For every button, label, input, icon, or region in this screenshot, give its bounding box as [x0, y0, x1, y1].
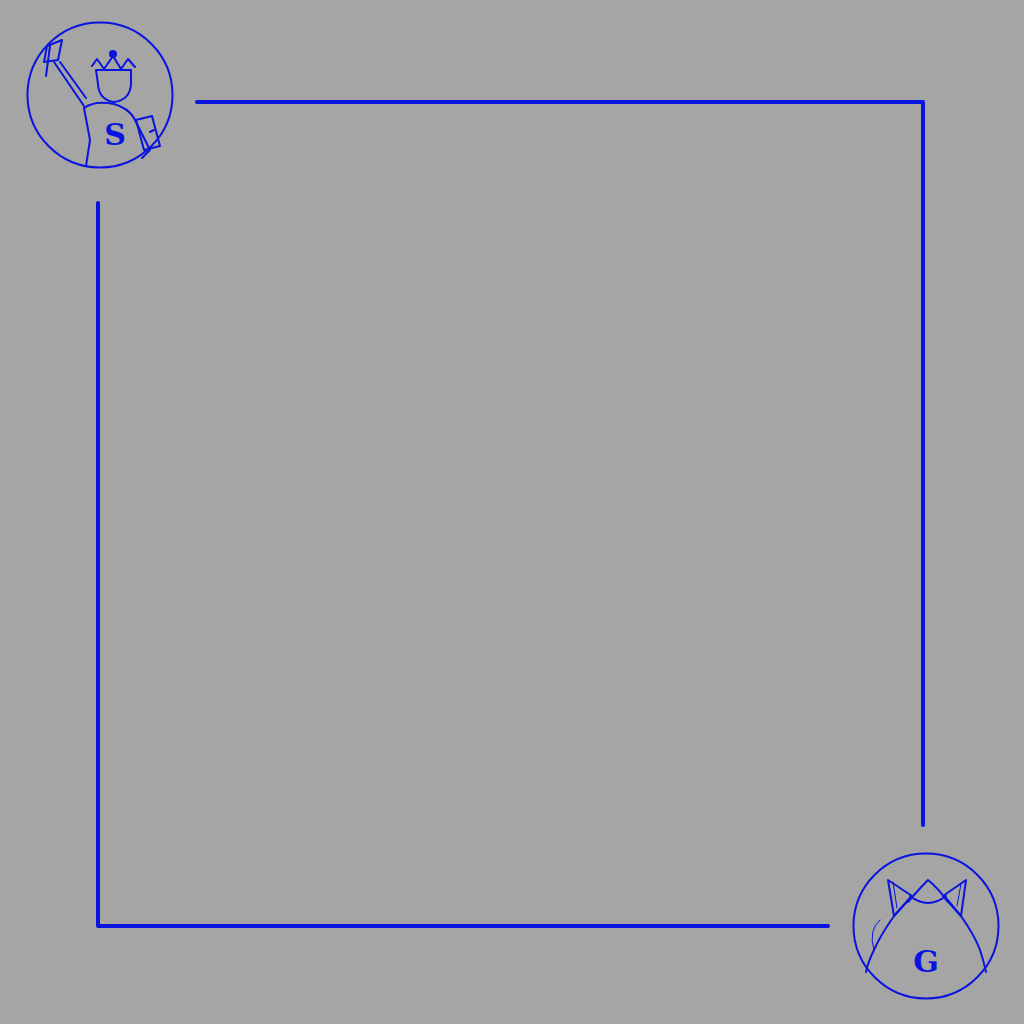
circle-outline [26, 21, 174, 169]
circle-node: G [852, 852, 1000, 1000]
node-letter: S [104, 120, 126, 150]
path-line [98, 203, 828, 926]
node-letter: G [913, 947, 939, 977]
circle-outline [852, 852, 1000, 1000]
circle-node: S [26, 21, 174, 169]
statue-icon [44, 40, 160, 166]
path-line [197, 102, 923, 825]
